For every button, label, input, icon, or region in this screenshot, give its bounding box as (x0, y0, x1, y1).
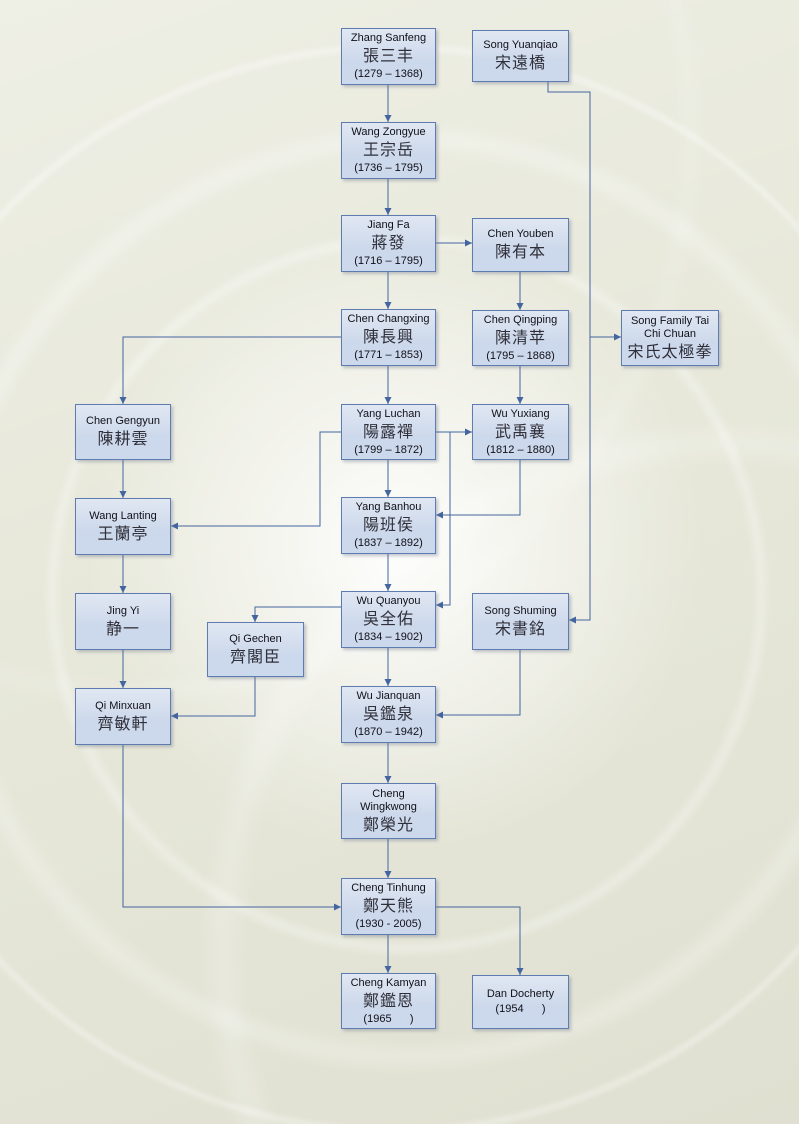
node-chen-changxing: Chen Changxing 陳長興 (1771 – 1853) (341, 309, 436, 366)
node-wu-yuxiang-dates: (1812 – 1880) (486, 443, 555, 456)
node-chen-gengyun: Chen Gengyun 陳耕雲 (75, 404, 171, 460)
node-song-family-tai-chi-chuan-name: Song Family Tai Chi Chuan (630, 314, 710, 340)
node-chen-youben: Chen Youben 陳有本 (472, 218, 569, 272)
node-cheng-kamyan-chinese: 鄭鑑恩 (362, 990, 414, 1010)
node-song-shuming-name: Song Shuming (484, 604, 557, 617)
node-dan-docherty-dates: (1954 ) (495, 1003, 546, 1015)
node-yang-banhou: Yang Banhou 陽班侯 (1837 – 1892) (341, 497, 436, 554)
node-dan-docherty-name: Dan Docherty (486, 988, 555, 1000)
node-zhang-sanfeng-dates: (1279 – 1368) (354, 68, 423, 80)
node-chen-changxing-dates: (1771 – 1853) (354, 349, 423, 361)
node-wu-quanyou: Wu Quanyou 吳全佑 (1834 – 1902) (341, 591, 436, 648)
node-yang-luchan-dates: (1799 – 1872) (354, 443, 423, 456)
node-wu-jianquan-dates: (1870 – 1942) (354, 726, 423, 738)
node-cheng-kamyan-name: Cheng Kamyan (350, 976, 427, 989)
node-wang-zongyue-name: Wang Zongyue (351, 126, 426, 138)
node-cheng-tinhung: Cheng Tinhung 鄭天熊 (1930 - 2005) (341, 878, 436, 935)
node-qi-gechen-chinese: 齊閣臣 (229, 646, 281, 666)
node-wu-jianquan-name: Wu Jianquan (356, 690, 421, 702)
node-cheng-tinhung-name: Cheng Tinhung (351, 882, 426, 894)
node-wang-lanting-name: Wang Lanting (89, 509, 157, 522)
node-wu-jianquan: Wu Jianquan 吳鑑泉 (1870 – 1942) (341, 686, 436, 743)
node-yang-banhou-dates: (1837 – 1892) (354, 537, 423, 549)
node-chen-qingping-name: Chen Qingping (483, 313, 558, 326)
node-wang-zongyue-dates: (1736 – 1795) (354, 162, 423, 174)
node-chen-gengyun-name: Chen Gengyun (86, 415, 160, 427)
edge-wu-quanyou-to-qi-gechen (251, 606, 341, 622)
node-wu-quanyou-name: Wu Quanyou (356, 595, 421, 607)
edge-song-yuanqiao-to-song-family-tai-chi-chuan (547, 82, 621, 341)
node-wu-jianquan-chinese: 吳鑑泉 (362, 704, 414, 723)
edge-yang-luchan-to-wang-lanting (171, 431, 341, 530)
edge-song-shuming-to-wu-jianquan (436, 650, 521, 719)
node-jiang-fa-name: Jiang Fa (367, 219, 410, 231)
node-yang-luchan-name: Yang Luchan (356, 407, 421, 420)
node-cheng-wingkwong-chinese: 鄭榮光 (362, 814, 414, 834)
edge-chen-changxing-to-chen-gengyun (119, 336, 341, 404)
node-wang-zongyue: Wang Zongyue 王宗岳 (1736 – 1795) (341, 122, 436, 179)
node-yang-luchan-chinese: 陽露禪 (362, 421, 414, 441)
node-yang-banhou-chinese: 陽班侯 (362, 515, 414, 534)
node-jing-yi-chinese: 静一 (105, 618, 140, 638)
node-cheng-wingkwong-name: Cheng Wingkwong (360, 787, 417, 813)
node-chen-youben-chinese: 陳有本 (494, 242, 546, 261)
node-qi-minxuan-chinese: 齊敏軒 (97, 713, 149, 733)
node-wang-lanting-chinese: 王蘭亭 (97, 523, 149, 543)
node-chen-changxing-chinese: 陳長興 (362, 327, 414, 346)
edge-yang-luchan-to-wu-quanyou (436, 432, 451, 609)
node-chen-gengyun-chinese: 陳耕雲 (97, 429, 149, 448)
node-qi-gechen-name: Qi Gechen (229, 632, 282, 645)
node-qi-minxuan-name: Qi Minxuan (95, 699, 151, 712)
node-cheng-tinhung-dates: (1930 - 2005) (355, 918, 422, 930)
node-chen-qingping-dates: (1795 – 1868) (486, 349, 555, 362)
node-jing-yi-name: Jing Yi (106, 604, 140, 617)
node-zhang-sanfeng-chinese: 張三丰 (362, 46, 414, 65)
node-yang-banhou-name: Yang Banhou (355, 501, 422, 513)
edge-song-yuanqiao-to-song-shuming (569, 337, 591, 624)
node-wu-yuxiang-chinese: 武禹襄 (494, 421, 546, 441)
node-song-yuanqiao: Song Yuanqiao 宋遠橋 (472, 30, 569, 82)
node-jiang-fa-dates: (1716 – 1795) (354, 255, 423, 267)
node-jiang-fa-chinese: 蔣發 (371, 233, 406, 252)
node-cheng-tinhung-chinese: 鄭天熊 (362, 896, 414, 915)
node-wu-quanyou-dates: (1834 – 1902) (354, 631, 423, 643)
node-wu-yuxiang-name: Wu Yuxiang (491, 407, 550, 420)
node-chen-qingping-chinese: 陳清苹 (494, 327, 546, 347)
node-zhang-sanfeng: Zhang Sanfeng 張三丰 (1279 – 1368) (341, 28, 436, 85)
node-wang-zongyue-chinese: 王宗岳 (362, 140, 414, 159)
node-cheng-kamyan-dates: (1965 ) (363, 1012, 414, 1025)
node-song-yuanqiao-name: Song Yuanqiao (483, 39, 558, 51)
node-wu-quanyou-chinese: 吳全佑 (362, 609, 414, 628)
node-zhang-sanfeng-name: Zhang Sanfeng (350, 32, 427, 44)
node-chen-changxing-name: Chen Changxing (347, 313, 430, 325)
node-jiang-fa: Jiang Fa 蔣發 (1716 – 1795) (341, 215, 436, 272)
node-song-family-tai-chi-chuan-chinese: 宋氏太極拳 (627, 341, 713, 361)
node-chen-youben-name: Chen Youben (487, 228, 554, 240)
node-song-shuming-chinese: 宋書銘 (494, 618, 546, 638)
edge-qi-minxuan-to-cheng-tinhung (122, 745, 341, 911)
edge-cheng-tinhung-to-dan-docherty (436, 906, 524, 975)
node-song-yuanqiao-chinese: 宋遠橋 (494, 53, 546, 72)
node-dan-docherty: Dan Docherty (1954 ) (472, 975, 569, 1029)
edge-qi-gechen-to-qi-minxuan (171, 677, 256, 720)
edge-wu-yuxiang-to-yang-banhou (436, 460, 521, 519)
